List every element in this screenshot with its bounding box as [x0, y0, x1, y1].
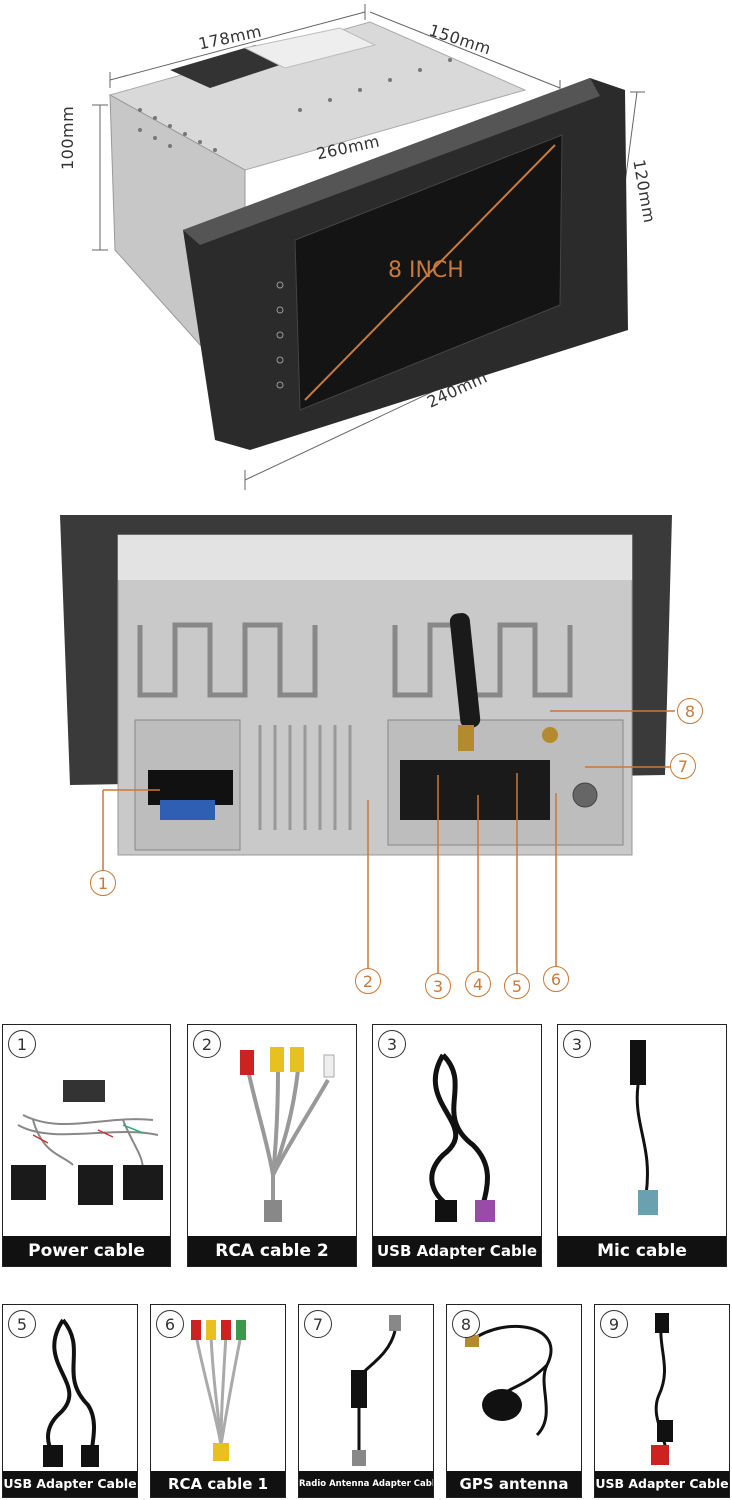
cable-label: GPS antenna: [447, 1471, 581, 1497]
cable-card-usb-adapter-5: 5 USB Adapter Cable: [2, 1304, 138, 1498]
cable-label: USB Adapter Cable: [595, 1471, 729, 1497]
rear-callout-8: 8: [677, 698, 703, 724]
cable-card-rca-1: 6 RCA cable 1: [150, 1304, 286, 1498]
cable-card-rca-2: 2 RCA cable 2: [187, 1024, 357, 1267]
cable-number: 1: [8, 1030, 36, 1058]
cable-number: 6: [156, 1310, 184, 1338]
cable-label: Power cable: [3, 1236, 170, 1266]
usb-cable-image: [429, 1053, 495, 1222]
cable-label: RCA cable 2: [188, 1236, 356, 1266]
rear-callout-4: 4: [465, 971, 491, 997]
dim-height-100: 100mm: [58, 105, 77, 170]
rear-callout-5: 5: [504, 973, 530, 999]
cable-card-power: 1 Power cable: [2, 1024, 171, 1267]
rear-callout-7: 7: [670, 753, 696, 779]
rear-view-illustration: [60, 515, 675, 973]
cable-card-radio-antenna: 7 Radio Antenna Adapter Cable: [298, 1304, 434, 1498]
cable-label: USB Adapter Cable: [3, 1471, 137, 1497]
cable-number: 2: [193, 1030, 221, 1058]
rear-callout-3: 3: [425, 973, 451, 999]
usb-cable-9-image: [651, 1313, 673, 1465]
cable-card-gps-antenna: 8 GPS antenna: [446, 1304, 582, 1498]
rca-cable-2-image: [240, 1047, 335, 1222]
cable-number: 8: [452, 1310, 480, 1338]
cable-label: Mic cable: [558, 1236, 726, 1266]
rca-cable-1-image: [191, 1320, 246, 1461]
radio-antenna-image: [351, 1315, 401, 1466]
screen-size-label: 8 INCH: [388, 258, 464, 283]
gps-antenna-image: [465, 1324, 553, 1437]
cable-number: 9: [600, 1310, 628, 1338]
rear-callout-6: 6: [543, 966, 569, 992]
cable-card-usb-adapter-3: 3 USB Adapter Cable: [372, 1024, 542, 1267]
cables-row-2: 5 USB Adapter Cable 6 RCA cable 1 7 Radi…: [0, 1304, 732, 1500]
cable-label: Radio Antenna Adapter Cable: [299, 1471, 433, 1497]
rear-callout-1: 1: [90, 870, 116, 896]
front-view-illustration: [92, 4, 645, 490]
cable-number: 5: [8, 1310, 36, 1338]
cable-number: 3: [378, 1030, 406, 1058]
usb-cable-5-image: [43, 1318, 99, 1467]
cable-number: 3: [563, 1030, 591, 1058]
rear-view-section: 1 2 3 4 5 6 7 8: [0, 495, 732, 1010]
cable-card-usb-adapter-9: 9 USB Adapter Cable: [594, 1304, 730, 1498]
front-view-section: 178mm 150mm 260mm 100mm 120mm 240mm 8 IN…: [0, 0, 732, 495]
cable-card-mic: 3 Mic cable: [557, 1024, 727, 1267]
cable-label: USB Adapter Cable: [373, 1236, 541, 1266]
cable-label: RCA cable 1: [151, 1471, 285, 1497]
rear-callout-2: 2: [355, 968, 381, 994]
cables-row-1: 1 Power cable 2 RCA cable 2: [0, 1024, 732, 1269]
power-cable-image: [11, 1080, 163, 1205]
cable-number: 7: [304, 1310, 332, 1338]
mic-cable-image: [630, 1040, 658, 1215]
